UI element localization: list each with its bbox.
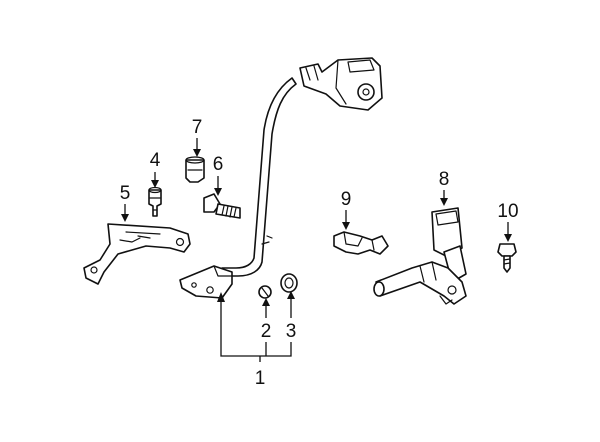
callout-3: 3 (286, 321, 297, 342)
part-10-screw (497, 243, 517, 273)
callout-8: 8 (439, 169, 450, 190)
callout-5: 5 (120, 183, 131, 204)
callout-9: 9 (341, 189, 352, 210)
part-2-bushing (258, 285, 272, 299)
part-4-nut (148, 186, 162, 217)
callout-7: 7 (192, 117, 203, 138)
part-9-clip (333, 231, 389, 255)
callout-10: 10 (497, 201, 518, 222)
callout-6: 6 (213, 154, 224, 175)
leader-lines (121, 138, 512, 362)
part-3-washer (280, 273, 298, 293)
callout-labels: 1 2 3 4 5 6 7 8 9 10 (120, 117, 519, 389)
part-5-bracket (83, 223, 191, 285)
part-1-retractor-assembly (179, 57, 383, 299)
part-6-bolt (203, 193, 241, 219)
callout-4: 4 (150, 150, 161, 171)
part-7-stud (185, 156, 205, 183)
callout-1: 1 (255, 368, 266, 389)
callout-2: 2 (261, 321, 272, 342)
part-8-buckle (373, 207, 467, 305)
